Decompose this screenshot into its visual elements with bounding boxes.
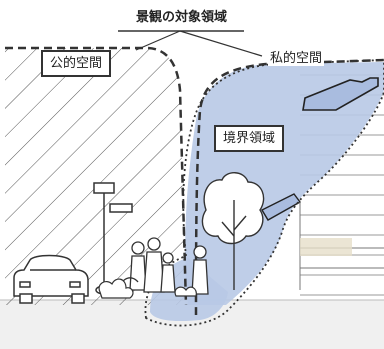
pedestrians [119, 237, 209, 295]
building-roof [302, 77, 379, 111]
boundary-area-label: 境界領域 [214, 125, 285, 152]
shrubs [98, 278, 197, 299]
private-space-label: 私的空間 [268, 51, 325, 66]
leader-line-private [179, 30, 263, 57]
boundary-region [185, 62, 384, 305]
car [13, 254, 89, 304]
tree [201, 172, 265, 290]
public-space-label: 公的空間 [41, 50, 112, 77]
public-space-outline [5, 46, 188, 306]
leader-line-public [135, 30, 181, 51]
building-window-band [300, 238, 352, 256]
diagram-title: 景観の対象領域 [136, 10, 228, 25]
